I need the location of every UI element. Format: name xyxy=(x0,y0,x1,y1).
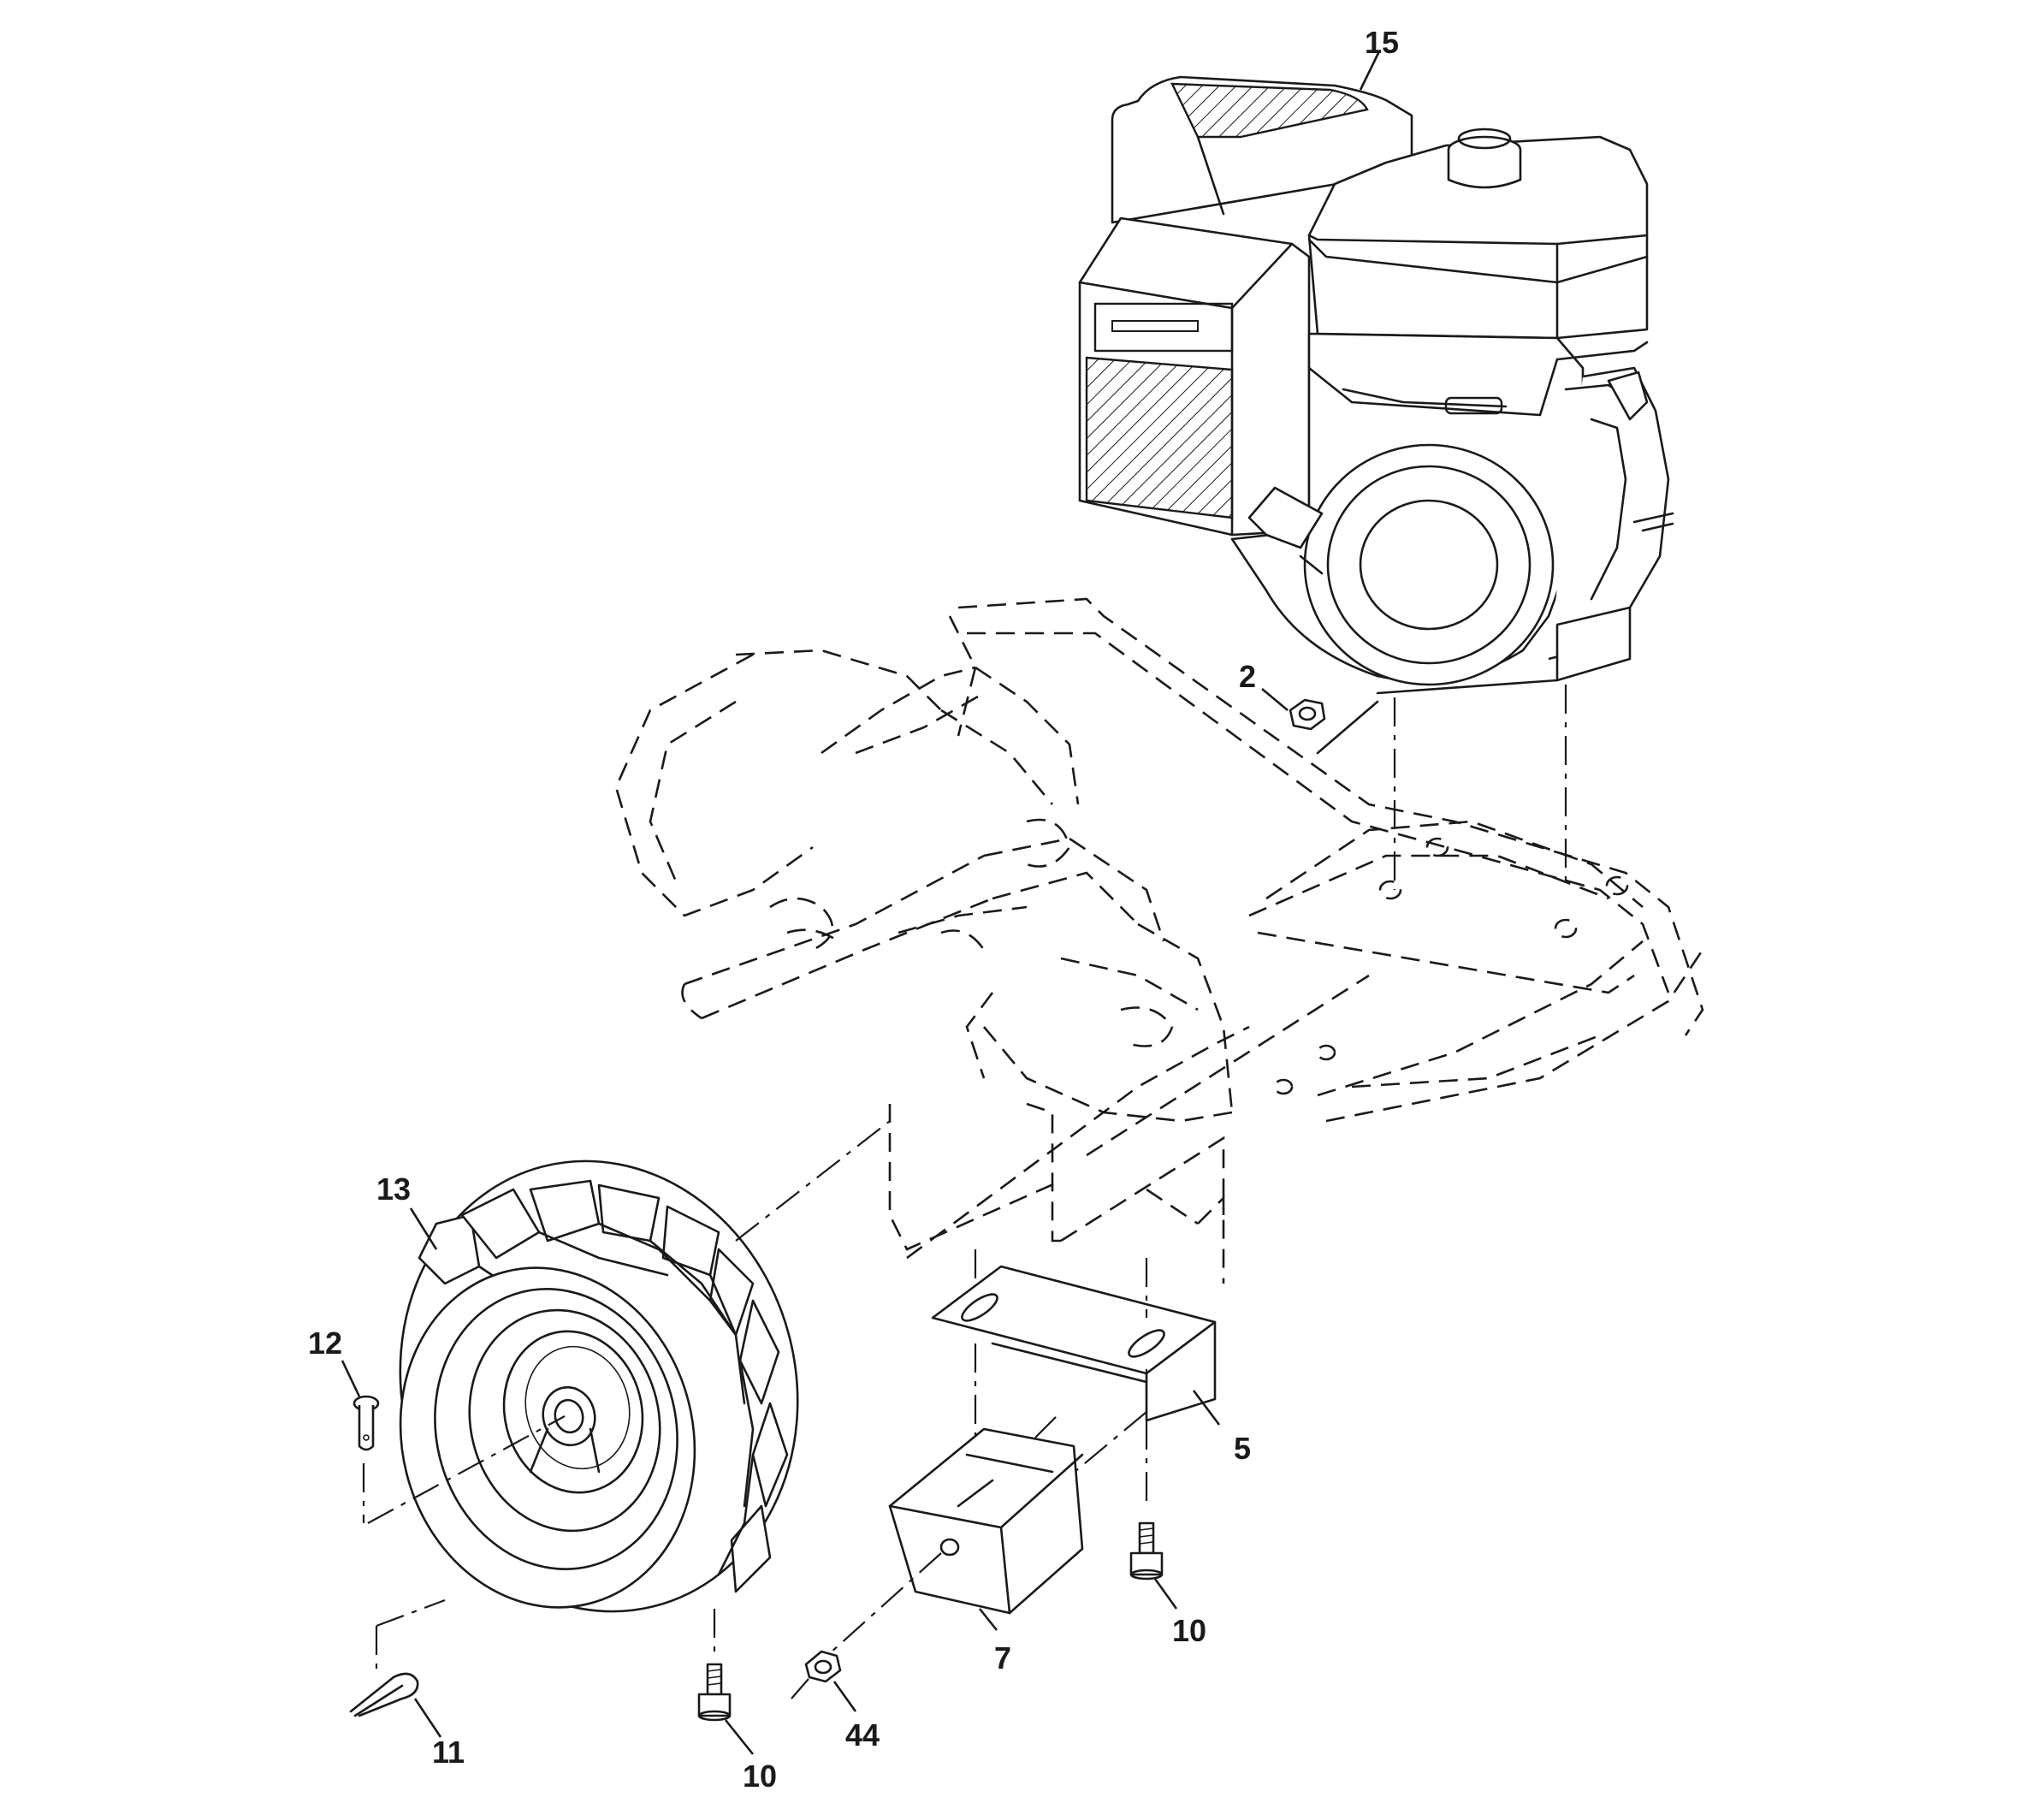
callout-label: 7 xyxy=(994,1640,1011,1675)
wheel-tire xyxy=(367,1120,891,1613)
callout-44: 44 xyxy=(832,1681,880,1753)
tiller-frame-phantom xyxy=(614,597,1704,1284)
clevis-pin xyxy=(353,1395,380,1523)
callout-label: 15 xyxy=(1365,25,1399,60)
bolt-right xyxy=(1129,1521,1164,1581)
bolt-bottom xyxy=(697,1609,732,1722)
engine-mount-lines xyxy=(1393,685,1567,890)
callout-15: 15 xyxy=(1359,25,1399,91)
hairpin-clip xyxy=(349,1598,446,1717)
callout-label: 10 xyxy=(1172,1613,1206,1648)
callout-12: 12 xyxy=(308,1326,361,1397)
weight-block xyxy=(812,1411,1084,1669)
callout-13: 13 xyxy=(376,1171,438,1250)
callout-label: 5 xyxy=(1234,1431,1251,1466)
callout-2: 2 xyxy=(1239,659,1289,711)
callout-label: 44 xyxy=(845,1717,880,1753)
callout-7: 7 xyxy=(978,1608,1011,1675)
callout-10-right: 10 xyxy=(1153,1578,1206,1648)
callout-label: 2 xyxy=(1239,659,1256,694)
callout-10-bottom: 10 xyxy=(724,1719,777,1794)
callout-label: 12 xyxy=(308,1326,342,1361)
callout-label: 13 xyxy=(376,1171,411,1207)
callout-11: 11 xyxy=(413,1698,465,1770)
callout-label: 10 xyxy=(743,1758,777,1794)
engine xyxy=(1078,75,1674,695)
callout-label: 11 xyxy=(432,1735,465,1770)
nut xyxy=(791,1650,842,1699)
callout-5: 5 xyxy=(1192,1390,1251,1466)
flange-nut xyxy=(1289,698,1379,755)
